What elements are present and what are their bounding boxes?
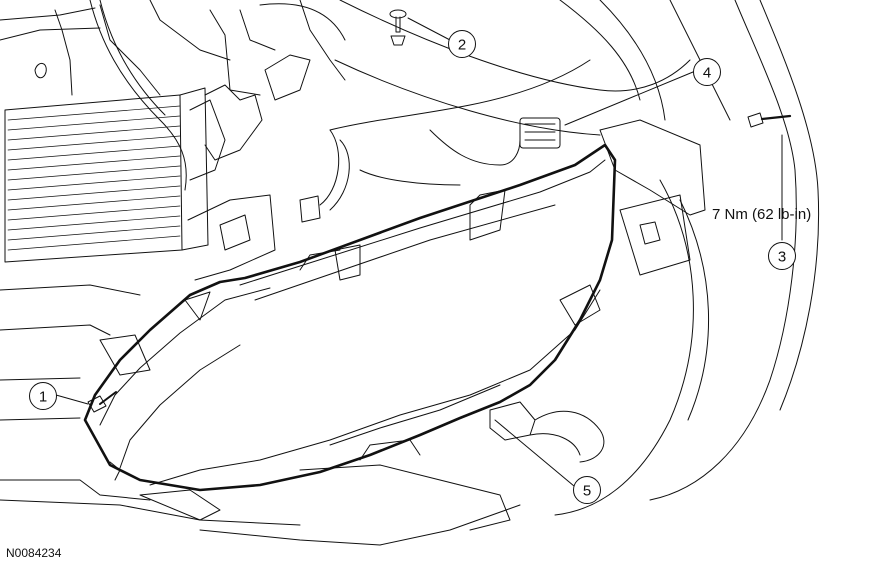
lower-bumper-structure <box>0 284 521 546</box>
torque-specification: 7 Nm (62 lb-in) <box>712 206 812 223</box>
callout-1: 1 <box>29 382 57 410</box>
callout-4: 4 <box>693 58 721 86</box>
engine-bay-structure <box>0 0 346 281</box>
hood-panel <box>329 0 731 136</box>
callout-3: 3 <box>768 242 796 270</box>
fastener-3-bolt-icon <box>747 112 792 128</box>
fender-bumper-cover <box>554 0 820 516</box>
callout-number: 2 <box>458 37 466 54</box>
headlamp-assembly <box>83 143 617 492</box>
callout-number: 3 <box>778 249 786 266</box>
figure-id: N0084234 <box>6 546 62 560</box>
fastener-2-pin-fastener-icon <box>389 9 407 46</box>
wiring-harness <box>299 117 561 223</box>
callout-2: 2 <box>448 30 476 58</box>
fastener-1-bolt-icon <box>87 391 117 413</box>
callout-number: 1 <box>39 389 47 406</box>
callout-number: 4 <box>703 65 711 82</box>
callout-leader-lines <box>55 17 783 487</box>
electrical-connector-icon <box>519 117 561 149</box>
callout-number: 5 <box>583 483 591 500</box>
lower-connector <box>489 401 605 463</box>
callout-5: 5 <box>573 476 601 504</box>
radiator-condenser <box>4 87 209 263</box>
